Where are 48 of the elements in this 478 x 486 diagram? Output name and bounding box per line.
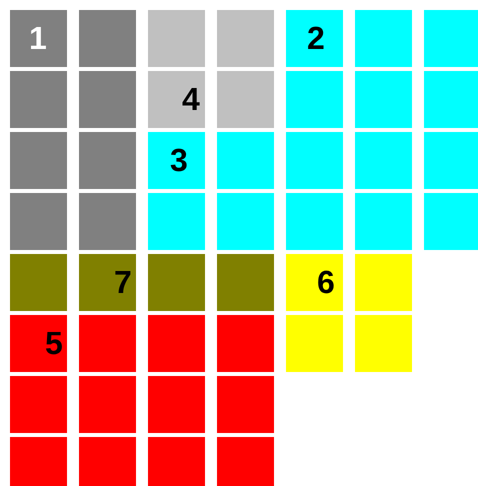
square (148, 193, 205, 250)
square (355, 254, 412, 311)
square (286, 132, 343, 189)
square (10, 132, 67, 189)
square (148, 254, 205, 311)
square (79, 132, 136, 189)
square (286, 71, 343, 128)
square (10, 437, 67, 486)
square (424, 132, 478, 189)
numbered-square: 6 (286, 254, 343, 311)
square (79, 376, 136, 433)
square (217, 376, 274, 433)
square (355, 132, 412, 189)
square (217, 71, 274, 128)
square (217, 132, 274, 189)
square (10, 254, 67, 311)
square (217, 193, 274, 250)
numbered-square: 4 (148, 71, 205, 128)
square (148, 10, 205, 67)
numbered-square: 5 (10, 315, 67, 372)
square (217, 10, 274, 67)
square (10, 376, 67, 433)
square (148, 376, 205, 433)
square (217, 315, 274, 372)
square (10, 193, 67, 250)
square (355, 10, 412, 67)
square (355, 71, 412, 128)
square (424, 10, 478, 67)
square (424, 71, 478, 128)
square (79, 315, 136, 372)
square (79, 10, 136, 67)
square (79, 437, 136, 486)
numbered-square: 1 (10, 10, 67, 67)
square (424, 193, 478, 250)
square (286, 315, 343, 372)
square (10, 71, 67, 128)
square (355, 193, 412, 250)
square (217, 437, 274, 486)
square (286, 193, 343, 250)
square (148, 437, 205, 486)
square (355, 315, 412, 372)
square (217, 254, 274, 311)
square (79, 193, 136, 250)
square (148, 315, 205, 372)
numbered-square: 3 (148, 132, 205, 189)
square (79, 71, 136, 128)
numbered-square: 7 (79, 254, 136, 311)
numbered-square: 2 (286, 10, 343, 67)
